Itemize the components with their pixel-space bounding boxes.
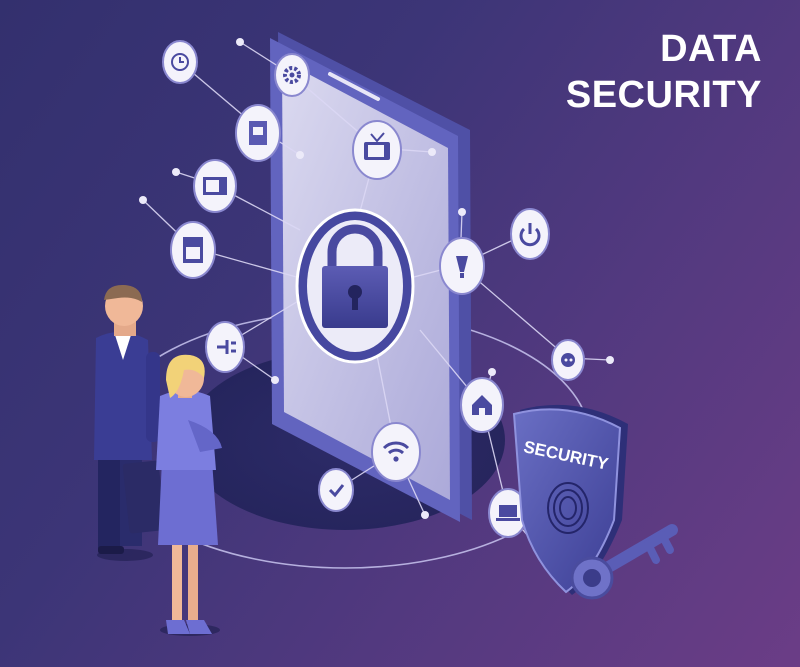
fingerprint-icon xyxy=(547,482,589,534)
page-title: DATA SECURITY xyxy=(566,26,762,118)
tv-icon xyxy=(352,120,402,180)
power-icon xyxy=(510,208,550,260)
padlock-badge xyxy=(295,208,415,364)
oven-icon xyxy=(170,221,216,279)
lock-shackle xyxy=(327,224,383,268)
wifi-icon xyxy=(371,422,421,482)
home-icon xyxy=(460,377,504,433)
document-icon xyxy=(235,104,281,162)
phone-speaker xyxy=(328,72,380,101)
title-line-2: SECURITY xyxy=(565,74,762,116)
laptop-icon xyxy=(488,488,528,538)
businessman xyxy=(94,284,166,561)
title-line-1: DATA xyxy=(660,28,762,70)
gear-icon xyxy=(274,53,310,97)
security-shield: SECURITY xyxy=(512,404,628,595)
lightbulb-icon xyxy=(439,237,485,295)
businesswoman xyxy=(156,354,222,636)
clock-icon xyxy=(162,40,198,84)
checkmark-icon xyxy=(318,468,354,512)
microwave-icon xyxy=(193,159,237,213)
plug-icon xyxy=(205,321,245,373)
socket-icon xyxy=(551,339,585,381)
key-icon xyxy=(570,524,678,600)
